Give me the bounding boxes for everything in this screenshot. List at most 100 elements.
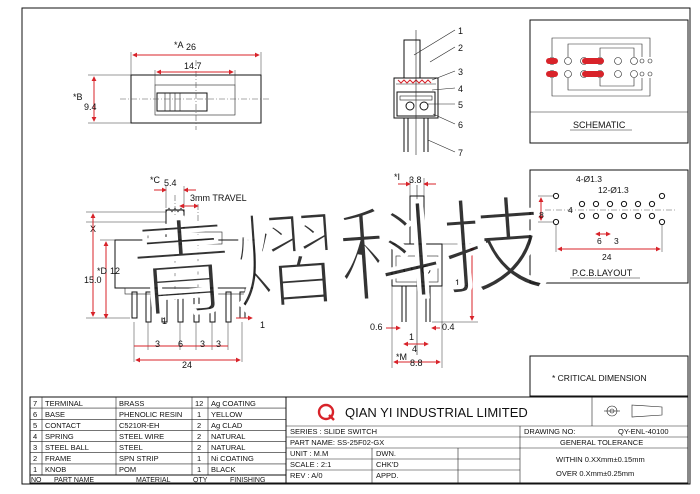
- pcb-width: 24: [602, 252, 612, 262]
- side-view: 1 2 3 4 5 6 7: [393, 26, 463, 158]
- part-name-text: PART NAME: SS-25F02-GX: [290, 438, 384, 447]
- dim-A-value: 26: [186, 42, 196, 52]
- bom-row-3-no: 5: [33, 421, 37, 430]
- bom-row-2-finish: YELLOW: [211, 410, 243, 419]
- bom-row-5-qty: 2: [197, 443, 201, 452]
- company-logo: [317, 403, 335, 421]
- callout-2: 2: [458, 43, 463, 53]
- bom-row-1-material: BRASS: [119, 399, 144, 408]
- pin-dim-2: 3: [155, 339, 160, 349]
- drawing-no: QY-ENL-40100: [618, 427, 669, 436]
- critical-note: * CRITICAL DIMENSION: [552, 373, 647, 383]
- bom-header-qty: QTY: [193, 477, 208, 484]
- tolerance-within: WITHIN 0.XXmm±0.15mm: [556, 455, 645, 464]
- bom-row-4-material: STEEL WIRE: [119, 432, 164, 441]
- dim-height-total: 15.0: [84, 275, 102, 285]
- bom-header-no: NO: [31, 477, 42, 484]
- bom-row-2-part: BASE: [45, 410, 65, 419]
- dim-end-height: 15.3: [455, 278, 473, 288]
- callout-5: 5: [458, 100, 463, 110]
- bom-row-4-no: 4: [33, 432, 37, 441]
- bom-table: 7 TERMINAL BRASS 12 Ag COATING 6 BASE PH…: [29, 396, 287, 484]
- bom-row-6-finish: Ni COATING: [211, 454, 254, 463]
- bom-row-5-material: STEEL: [119, 443, 143, 452]
- bom-row-2-no: 6: [33, 410, 37, 419]
- pin-dim-3: 6: [178, 339, 183, 349]
- callout-4: 4: [458, 84, 463, 94]
- bom-row-1-no: 7: [33, 399, 37, 408]
- schematic-box: [529, 19, 689, 144]
- callout-7: 7: [458, 148, 463, 158]
- dim-A-label: *A: [174, 40, 184, 50]
- bom-row-6-part: FRAME: [45, 454, 71, 463]
- bom-row-5-part: STEEL BALL: [45, 443, 89, 452]
- bom-row-4-qty: 2: [197, 432, 201, 441]
- pcb-height: 8.8: [532, 210, 544, 220]
- pin-dim-6: 1: [260, 320, 265, 330]
- dim-C-label: *C: [150, 175, 161, 185]
- dim-I-label: *I: [394, 172, 400, 182]
- pcb-pitch: 4: [568, 205, 573, 215]
- dim-B-value: 9.4: [84, 102, 97, 112]
- top-view-frame-inner: [154, 84, 236, 116]
- bom-row-1-qty: 12: [195, 399, 203, 408]
- schematic-panel: SCHEMATIC: [529, 19, 689, 144]
- dim-D-label: *D: [97, 266, 108, 276]
- callout-3: 3: [458, 67, 463, 77]
- critical-note-box: [529, 355, 689, 397]
- travel-label: 3mm TRAVEL: [190, 193, 247, 203]
- pcb-layout-panel: 4-Ø1.3 12-Ø1.3 8.8 4 6 3 24 P.C.B.LAYOUT: [529, 169, 689, 284]
- end-view: *I 3.8 15.3 0.6 0.4 1 4 *M 8.8: [370, 172, 478, 368]
- watermark: 青熠科技: [126, 187, 550, 333]
- top-view-knob: [156, 92, 208, 112]
- pcb-pitch-small-b: 3: [614, 236, 619, 246]
- dim-B-label: *B: [73, 92, 83, 102]
- front-view-frame: [147, 231, 223, 245]
- bom-row-1-part: TERMINAL: [45, 399, 83, 408]
- side-view-knob: [403, 39, 421, 79]
- bom-row-7-material: POM: [119, 465, 136, 474]
- bom-row-7-finish: BLACK: [211, 465, 236, 474]
- bom-row-3-finish: Ag CLAD: [211, 421, 243, 430]
- bom-header-finish: FINISHING: [230, 477, 265, 484]
- dim-center: 1: [409, 332, 414, 342]
- dim-left-offset: 0.6: [370, 322, 383, 332]
- pin-dim-1: 1: [162, 316, 167, 326]
- dim-inner-width: 14.7: [184, 61, 202, 71]
- title-block: QIAN YI INDUSTRIAL LIMITED SERIES : SLID…: [285, 396, 689, 484]
- bom-row-6-material: SPN STRIP: [119, 454, 159, 463]
- bom-row-7-qty: 1: [197, 465, 201, 474]
- bom-row-7-no: 1: [33, 465, 37, 474]
- bom-row-7-part: KNOB: [45, 465, 66, 474]
- tolerance-over: OVER 0.Xmm±0.25mm: [556, 469, 634, 478]
- pin-dim-5: 3: [216, 339, 221, 349]
- callout-1: 1: [458, 26, 463, 36]
- bom-row-3-qty: 2: [197, 421, 201, 430]
- dwn-text: DWN.: [376, 449, 396, 458]
- general-tolerance: GENERAL TOLERANCE: [560, 438, 643, 447]
- dim-pin-pitch: 4: [412, 344, 417, 354]
- schematic-title: SCHEMATIC: [573, 120, 626, 130]
- top-view: *A 26 14.7 *B 9.4: [73, 40, 270, 130]
- outer-border: [21, 7, 691, 485]
- series-text: SERIES : SLIDE SWITCH: [290, 427, 377, 436]
- front-view: *C 5.4 3mm TRAVEL X 15.0 *D 12 1 3 6 3 3…: [84, 175, 265, 370]
- dim-D-value: 12: [110, 266, 120, 276]
- company-name: QIAN YI INDUSTRIAL LIMITED: [345, 405, 528, 420]
- dim-C-value: 5.4: [164, 178, 177, 188]
- watermark-text: 青熠科技: [126, 187, 549, 332]
- pcb-pitch-small: 6: [597, 236, 602, 246]
- bom-row-6-no: 2: [33, 454, 37, 463]
- projection-symbol: [604, 404, 663, 418]
- pcb-hole-large: 12-Ø1.3: [598, 185, 629, 195]
- bom-row-1-finish: Ag COATING: [211, 399, 256, 408]
- bom-row-4-part: SPRING: [45, 432, 74, 441]
- bom-row-5-finish: NATURAL: [211, 443, 245, 452]
- bom-row-5-no: 3: [33, 443, 37, 452]
- drawing-no-label: DRAWING NO:: [524, 427, 575, 436]
- appd-text: APPD.: [376, 471, 399, 480]
- bom-header-part: PART NAME: [54, 477, 94, 484]
- bom-row-2-material: PHENOLIC RESIN: [119, 410, 182, 419]
- bom-header-material: MATERIAL: [136, 477, 171, 484]
